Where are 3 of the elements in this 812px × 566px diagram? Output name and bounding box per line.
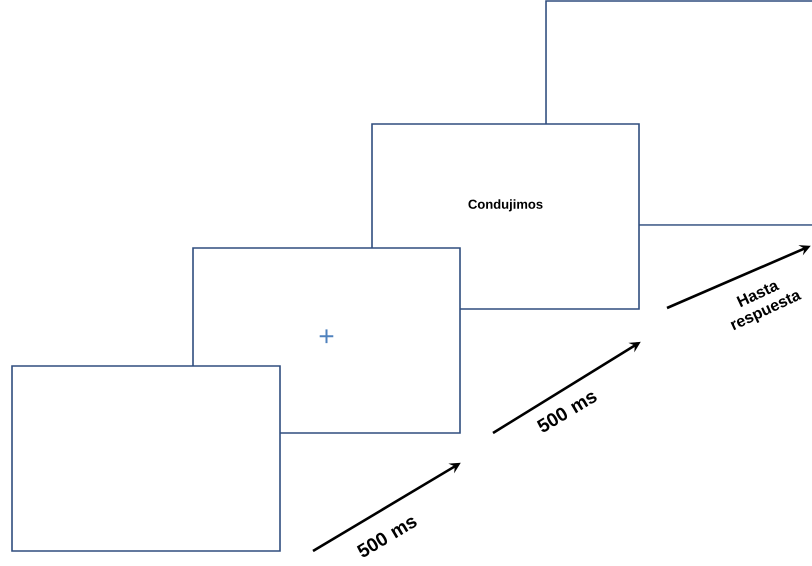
- screen-box: [11, 365, 281, 552]
- edge-label: 500 ms: [356, 518, 417, 557]
- edge-label: 500 ms: [536, 392, 597, 432]
